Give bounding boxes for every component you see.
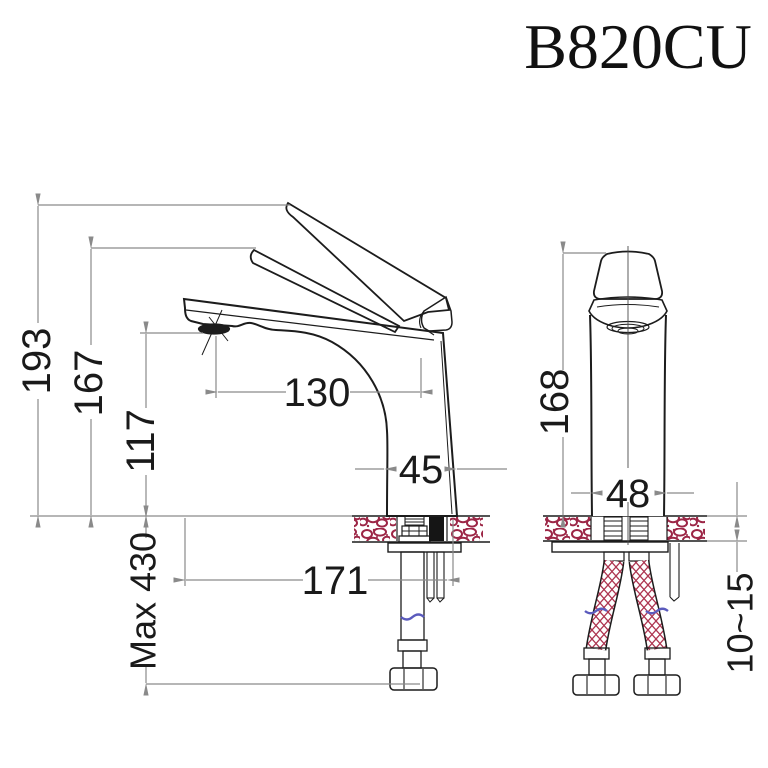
countertop-front	[352, 515, 490, 543]
hose-band	[645, 607, 669, 615]
pull-rod	[426, 551, 435, 599]
handle-upper-blade	[285, 201, 451, 323]
labels: B820CU 193 167 117 Max 430 130 45 171 16…	[15, 11, 761, 674]
model-number: B820CU	[524, 11, 752, 82]
counter-hatch-right	[450, 517, 483, 541]
label-45: 45	[399, 448, 444, 492]
braided-hose-left	[587, 559, 623, 651]
counter-hatch-left	[354, 517, 396, 541]
hex-nut	[572, 674, 620, 696]
label-10-15: 10~15	[720, 572, 761, 673]
body-top-edge	[185, 309, 435, 341]
mounting-bracket	[387, 542, 462, 553]
label-mask	[604, 468, 652, 502]
mounting-hardware-side	[551, 516, 680, 602]
handle-base	[420, 295, 453, 332]
outlet-mark	[201, 309, 229, 356]
pull-rod	[436, 551, 445, 599]
supply-hose-front	[389, 551, 438, 691]
hose-collar	[397, 639, 428, 652]
hose-connector	[628, 551, 650, 562]
handle-knob	[592, 250, 664, 300]
hex-nut	[633, 674, 681, 696]
lever-handle-front	[249, 201, 453, 336]
threaded-shank	[629, 516, 649, 541]
hose-band	[584, 607, 608, 615]
threaded-stud	[404, 517, 425, 526]
label-117: 117	[119, 409, 163, 473]
mounting-bracket	[551, 541, 669, 553]
side-view	[543, 246, 707, 696]
faucet-body-front	[182, 297, 459, 517]
handle-lower-blade	[249, 248, 401, 334]
body-right-edge	[440, 340, 453, 515]
hose-ferrule	[402, 650, 422, 669]
counter-hatch-left	[545, 517, 591, 540]
label-167: 167	[67, 350, 111, 417]
hose-ferrule	[588, 658, 606, 676]
spout-collar	[588, 296, 668, 329]
washer	[398, 535, 431, 543]
front-view	[182, 201, 490, 691]
pull-rod	[669, 543, 680, 602]
dimension-lines	[30, 193, 747, 696]
label-171: 171	[302, 559, 369, 603]
hose-ferrule	[648, 658, 666, 676]
hose-band	[400, 613, 425, 621]
label-max-430: Max 430	[123, 532, 164, 670]
countertop-side	[543, 515, 707, 542]
braided-hose	[400, 551, 425, 641]
braided-hose-right	[630, 559, 666, 651]
label-48: 48	[606, 472, 651, 516]
label-130: 130	[284, 371, 351, 415]
label-193: 193	[15, 328, 59, 395]
hose-connector	[603, 551, 625, 562]
counter-hatch-right	[667, 517, 705, 540]
threaded-shank	[603, 516, 623, 541]
spout-body-outline	[182, 297, 459, 517]
gasket-section	[429, 517, 444, 541]
label-168: 168	[533, 369, 577, 436]
supply-hoses-side	[572, 559, 681, 696]
hex-nut	[389, 667, 438, 691]
